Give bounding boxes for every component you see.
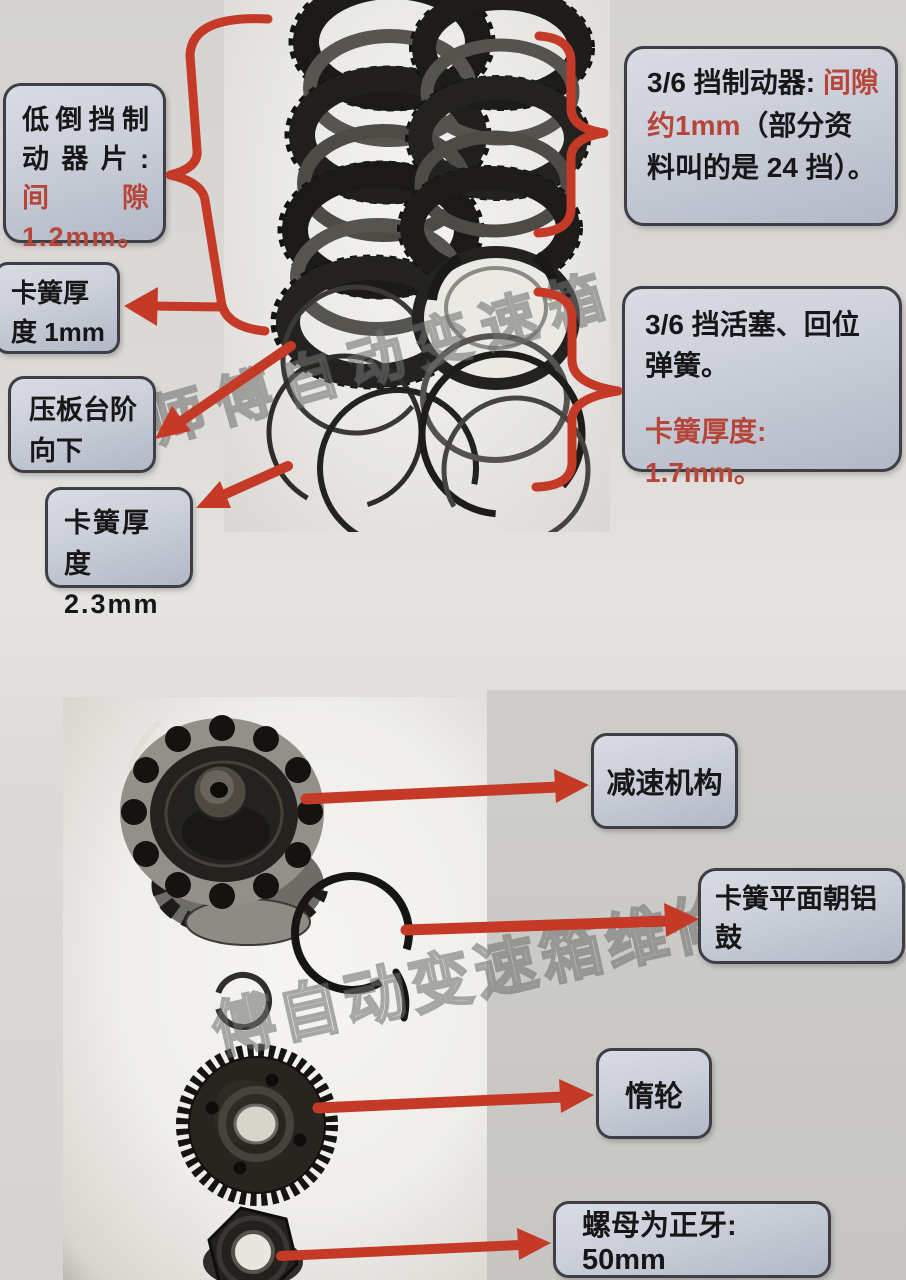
callout-snap-ring-face-label: 卡簧平面朝铝鼓 <box>715 884 877 953</box>
seal-ring-small <box>214 972 272 1030</box>
arrowhead-idler <box>559 1079 594 1113</box>
callout-brake-36-value: 间隙约1mm <box>647 67 879 141</box>
arrowhead-snap-1mm <box>124 287 158 326</box>
idler-gear <box>176 1044 338 1206</box>
callout-nut-torque: 螺母为正牙: 50mm <box>553 1201 831 1278</box>
arrowhead-nut <box>517 1228 551 1260</box>
callout-snap-ring-1mm-label: 卡簧厚度 1mm <box>11 278 105 347</box>
arrow-to-snap-face <box>400 915 674 936</box>
callout-nut-torque-label: 螺母为正牙: 50mm <box>582 1210 737 1276</box>
arrow-to-nut <box>276 1240 525 1261</box>
arrowhead-snap-face <box>664 903 699 937</box>
left-brace <box>165 14 273 336</box>
callout-piston-36: 3/6 挡活塞、回位弹簧。 卡簧厚度: 1.7mm。 <box>622 286 902 488</box>
arrow-to-snap-23mm <box>216 461 293 501</box>
callout-low-reverse-brake-value: 间隙1.2mm。 <box>22 183 151 253</box>
callout-idler-gear: 惰轮 <box>596 1048 712 1139</box>
callout-snap-ring-face: 卡簧平面朝铝鼓 <box>698 868 905 964</box>
callout-piston-36-value: 卡簧厚度: 1.7mm。 <box>645 416 767 488</box>
arrow-to-pressure-plate <box>172 341 296 429</box>
callout-pressure-plate-label: 压板台阶向下 <box>29 395 137 466</box>
reduction-drum <box>120 715 328 946</box>
callout-snap-ring-1mm: 卡簧厚度 1mm <box>0 262 120 354</box>
callout-snap-ring-23mm: 卡簧厚度 2.3mm <box>45 487 193 619</box>
right-brace-upper <box>533 31 609 238</box>
callout-reduction-mechanism: 减速机构 <box>591 733 738 829</box>
callout-snap-ring-23mm-label: 卡簧厚度 2.3mm <box>64 508 160 619</box>
snap-ring-large <box>291 872 413 994</box>
right-brace-lower <box>531 287 623 492</box>
callout-brake-36-note: （部分资料叫的是 24 挡）。 <box>647 109 876 184</box>
callout-idler-gear-label: 惰轮 <box>624 1080 683 1113</box>
reduction-parts <box>120 715 413 1280</box>
callout-brake-36: 3/6 挡制动器: 间隙约1mm（部分资料叫的是 24 挡）。 <box>624 46 898 226</box>
callout-low-reverse-brake-label: 低倒挡制动器片: <box>22 105 151 175</box>
callout-low-reverse-brake: 低倒挡制动器片: 间隙1.2mm。 <box>3 83 166 252</box>
arrowhead-snap-23mm <box>196 481 231 508</box>
callout-brake-36-label: 3/6 挡制动器: <box>647 67 823 98</box>
arrow-to-idler <box>312 1091 569 1114</box>
callout-reduction-mechanism-label: 减速机构 <box>606 768 723 800</box>
arrow-to-snap-1mm <box>147 301 226 312</box>
arrowhead-pressure-plate <box>155 406 191 439</box>
callout-pressure-plate: 压板台阶向下 <box>8 376 156 473</box>
arrow-to-reduction <box>300 781 564 805</box>
arrowhead-reduction <box>554 769 589 803</box>
callout-piston-36-label: 3/6 挡活塞、回位弹簧。 <box>645 309 860 381</box>
